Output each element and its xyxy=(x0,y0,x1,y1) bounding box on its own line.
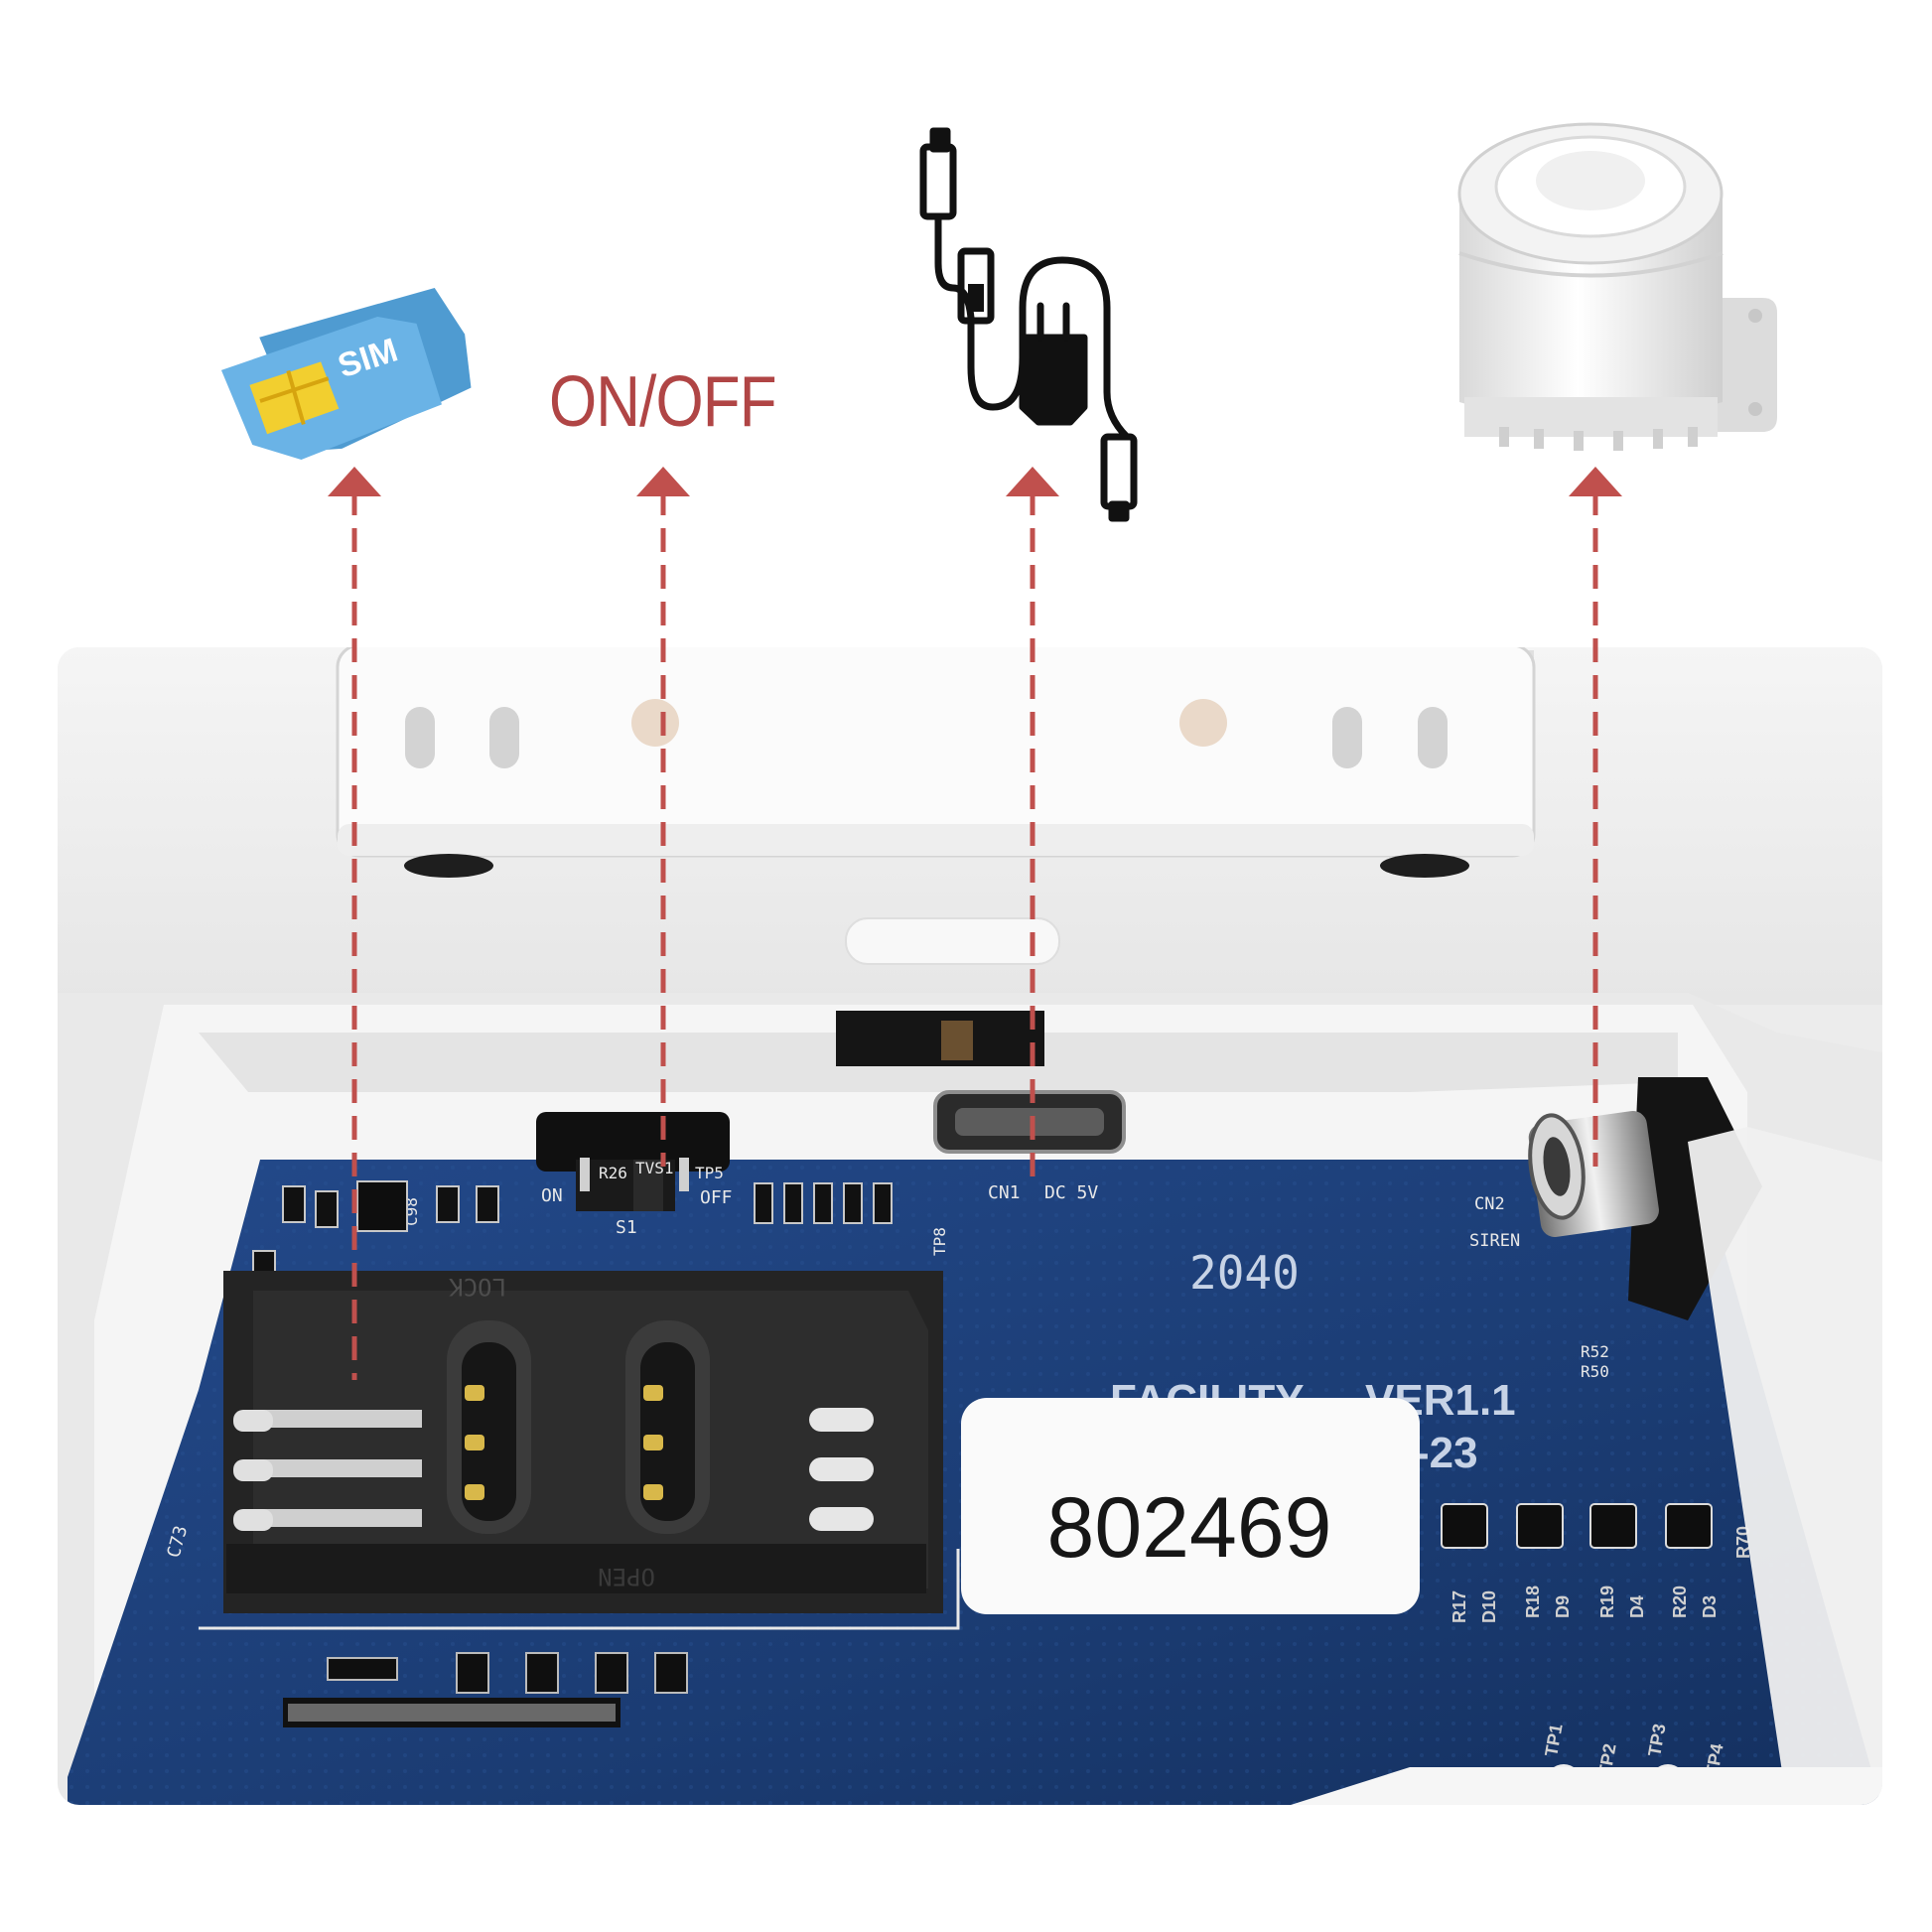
sim-card-holder[interactable]: LOCK OPEN xyxy=(223,1271,943,1613)
ref-tp8: TP8 xyxy=(930,1227,949,1256)
arrow-head-switch xyxy=(636,467,690,496)
arrow-heads xyxy=(328,467,1622,496)
on-off-callout-label: ON/OFF xyxy=(549,362,777,442)
serial-number: 802469 xyxy=(1047,1480,1332,1576)
ref-d4: D4 xyxy=(1627,1595,1647,1618)
ref-r19: R19 xyxy=(1597,1586,1617,1618)
ref-tp5: TP5 xyxy=(695,1164,724,1182)
callout-arrows xyxy=(351,491,1598,1380)
ref-r50: R50 xyxy=(1581,1362,1609,1381)
diode-row: R17 D10 R18 D9 R19 D4 R20 D3 R70 xyxy=(1441,1503,1753,1623)
mounting-bracket xyxy=(336,647,1536,878)
sim-card-icon: SIM xyxy=(220,287,472,461)
ref-r20: R20 xyxy=(1670,1586,1690,1618)
power-spec-label: DC 5V xyxy=(1044,1182,1098,1203)
siren-label: SIREN xyxy=(1469,1231,1520,1251)
power-port[interactable]: CN1 DC 5V xyxy=(933,1090,1126,1203)
switch-off-label: OFF xyxy=(700,1187,733,1208)
ref-d3: D3 xyxy=(1700,1595,1720,1618)
arrow-head-sim xyxy=(328,467,381,496)
ref-r17: R17 xyxy=(1449,1590,1469,1623)
ref-r18: R18 xyxy=(1523,1586,1543,1618)
ref-d10: D10 xyxy=(1479,1590,1499,1623)
ref-r26: R26 xyxy=(599,1164,627,1182)
sim-open-label: OPEN xyxy=(598,1563,655,1590)
bottom-connector xyxy=(283,1652,688,1727)
switch-on-label: ON xyxy=(541,1185,563,1206)
sim-lock-label: LOCK xyxy=(449,1273,506,1301)
siren-ref-label: CN2 xyxy=(1474,1194,1505,1214)
ref-r52: R52 xyxy=(1581,1342,1609,1361)
ref-tvs1: TVS1 xyxy=(635,1159,674,1177)
board-date-label: -23 xyxy=(1415,1429,1478,1477)
switch-ref-label: S1 xyxy=(616,1217,637,1238)
arrow-head-siren xyxy=(1569,467,1622,496)
serial-sticker: 802469 xyxy=(961,1398,1420,1614)
power-ref-label: CN1 xyxy=(988,1182,1021,1203)
board-model-label: 2040 xyxy=(1189,1246,1300,1300)
usb-power-adapter-icon xyxy=(919,127,1138,522)
arrow-head-power xyxy=(1006,467,1059,496)
device-photo: ON OFF S1 CN1 DC 5V R26 TVS1 TP5 TP8 C98 xyxy=(58,647,1882,1805)
on-off-switch[interactable]: ON OFF S1 xyxy=(536,1112,733,1238)
siren-speaker-icon xyxy=(1457,122,1777,451)
ref-d9: D9 xyxy=(1553,1595,1573,1618)
